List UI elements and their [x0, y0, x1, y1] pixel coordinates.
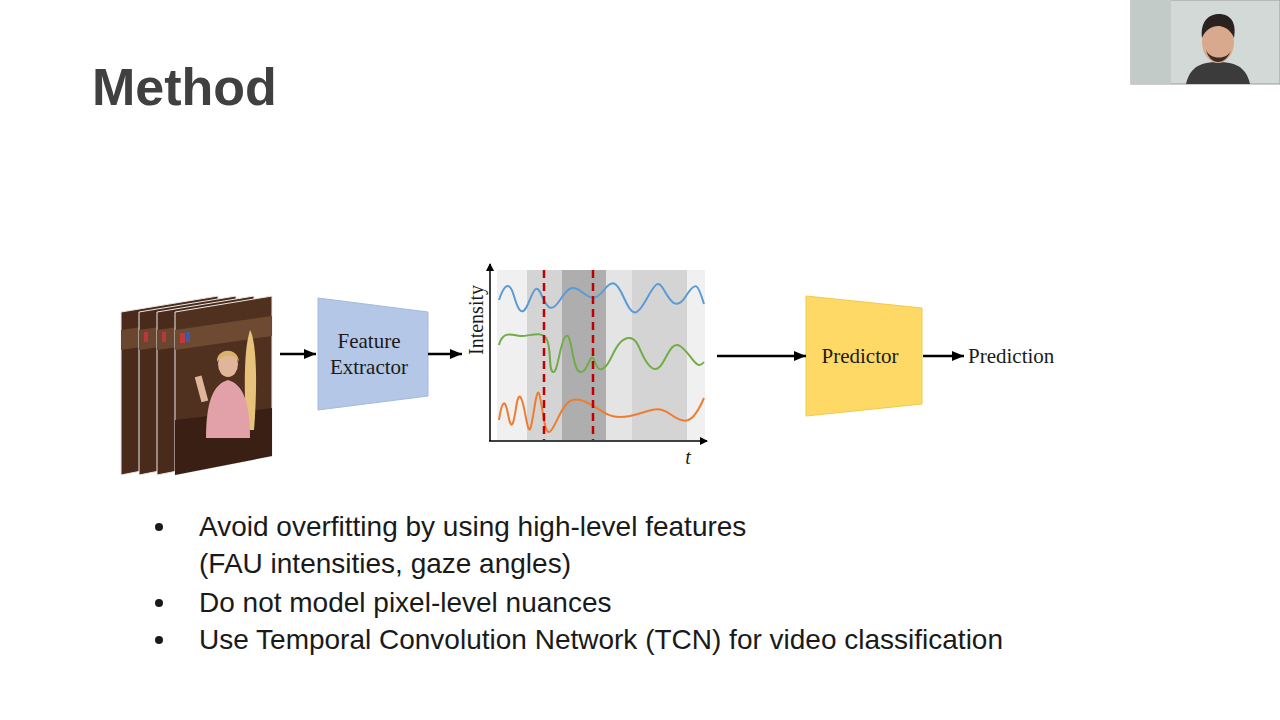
dashed-marker — [543, 270, 546, 440]
video-frame — [175, 296, 272, 475]
bullet-text: Use Temporal Convolution Network (TCN) f… — [199, 621, 1199, 658]
x-axis — [489, 440, 707, 442]
bullet-text: Avoid overfitting by using high-level fe… — [199, 508, 789, 582]
axis-label: t — [685, 446, 691, 468]
intensity-plot — [489, 264, 707, 441]
intensity-plot-area: Intensity t — [462, 262, 717, 470]
flow-arrow — [280, 353, 316, 356]
node-content: Predictor — [806, 296, 922, 416]
node-label: Feature Extractor — [318, 328, 420, 380]
bullet-dot — [155, 636, 163, 644]
webcam-beard — [1206, 50, 1231, 62]
webcam-shirt — [1186, 62, 1250, 84]
feature-extractor-box: Feature Extractor — [318, 298, 428, 410]
axis-label: Intensity — [465, 285, 487, 355]
webcam-hair — [1202, 14, 1235, 38]
signal-curve — [499, 334, 704, 372]
dashed-marker — [592, 270, 595, 440]
node-shape — [318, 298, 428, 410]
y-axis — [489, 264, 491, 441]
plot-band — [497, 270, 705, 440]
bullet-text: Do not model pixel-level nuances — [199, 584, 1099, 621]
flow-arrow — [428, 353, 462, 356]
webcam-thumbnail — [1131, 0, 1280, 84]
video-frames — [121, 296, 272, 475]
node-outline — [318, 298, 428, 410]
webcam-frame — [1131, 0, 1280, 84]
predictor-box: Predictor — [806, 296, 922, 416]
plot-band — [632, 270, 687, 440]
flow-arrow — [717, 355, 806, 358]
signal-curve — [499, 393, 704, 432]
node-label: Predictor — [822, 343, 899, 369]
slide-title: Method — [92, 56, 277, 118]
signal-curve — [499, 283, 704, 312]
bullet-dot — [155, 523, 163, 531]
flow-arrow — [923, 355, 964, 358]
node-content: Feature Extractor — [318, 298, 428, 410]
output-label: Prediction — [968, 342, 1128, 370]
webcam-wall — [1131, 0, 1171, 84]
node-shape — [806, 296, 922, 416]
bullet-dot — [155, 599, 163, 607]
